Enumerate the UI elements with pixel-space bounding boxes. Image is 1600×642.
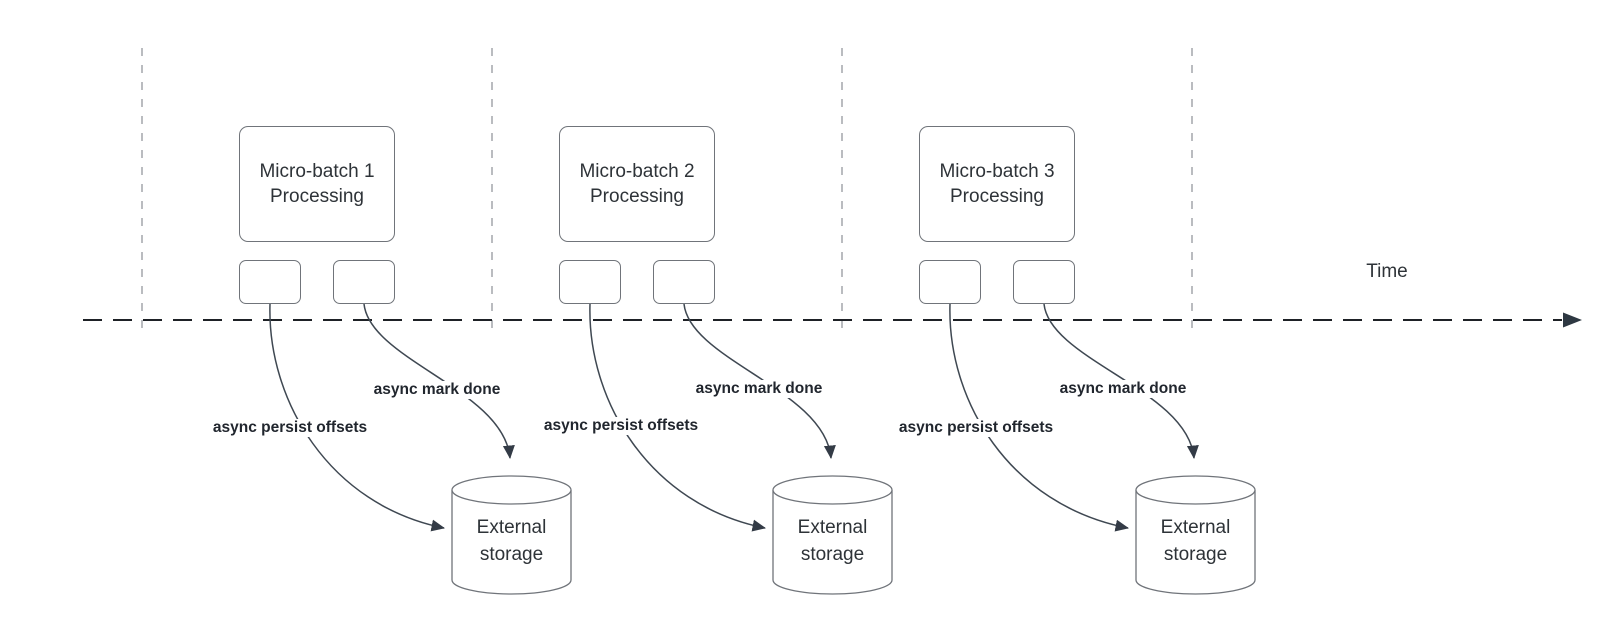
time-axis-label: Time [1366,261,1408,282]
micro-batch-1-title-line1: Micro-batch 1 [259,161,375,182]
external-storage-cylinder-3 [1135,475,1256,595]
micro-batch-3-done-box [1013,260,1075,304]
external-storage-cylinder-2 [772,475,893,595]
external-storage-label-3-line1: External [1160,517,1231,538]
micro-batch-2-title-line2: Processing [590,186,684,207]
persist-offsets-arrow-2 [589,303,766,532]
micro-batch-3-title-line2: Processing [950,186,1044,207]
micro-batch-2-offset-box [559,260,621,304]
mark-done-arrow-3 [1043,303,1199,459]
micro-batch-1-title-line2: Processing [270,186,364,207]
persist-offsets-label-1: async persist offsets [210,419,370,437]
mark-done-label-2: async mark done [693,380,825,398]
micro-batch-1-offset-box [239,260,301,304]
external-storage-label-2: External storage [773,514,892,568]
external-storage-label-3: External storage [1136,514,1255,568]
mark-done-arrow-2 [683,303,836,459]
micro-batch-1-done-box [333,260,395,304]
micro-batch-3-title-line1: Micro-batch 3 [939,161,1055,182]
micro-batch-2-processing-box: Micro-batch 2 Processing [559,126,715,242]
external-storage-label-2-line1: External [797,517,868,538]
mark-done-label-1: async mark done [371,381,503,399]
external-storage-label-2-line2: storage [800,544,865,565]
micro-batch-3-offset-box [919,260,981,304]
external-storage-label-3-line2: storage [1163,544,1228,565]
mark-done-label-3: async mark done [1057,380,1189,398]
micro-batch-3-processing-box: Micro-batch 3 Processing [919,126,1075,242]
external-storage-label-1-line2: storage [479,544,544,565]
micro-batch-2-done-box [653,260,715,304]
persist-offsets-arrow-3 [949,303,1129,532]
persist-offsets-label-3: async persist offsets [896,419,1056,437]
time-axis-arrowhead-icon [1563,312,1582,328]
persist-offsets-arrow-1 [269,303,445,532]
external-storage-label-1-line1: External [476,517,547,538]
external-storage-cylinder-1 [451,475,572,595]
external-storage-label-1: External storage [452,514,571,568]
micro-batch-2-title-line1: Micro-batch 2 [579,161,695,182]
mark-done-arrow-1 [363,303,515,459]
micro-batch-1-processing-box: Micro-batch 1 Processing [239,126,395,242]
persist-offsets-label-2: async persist offsets [541,417,701,435]
